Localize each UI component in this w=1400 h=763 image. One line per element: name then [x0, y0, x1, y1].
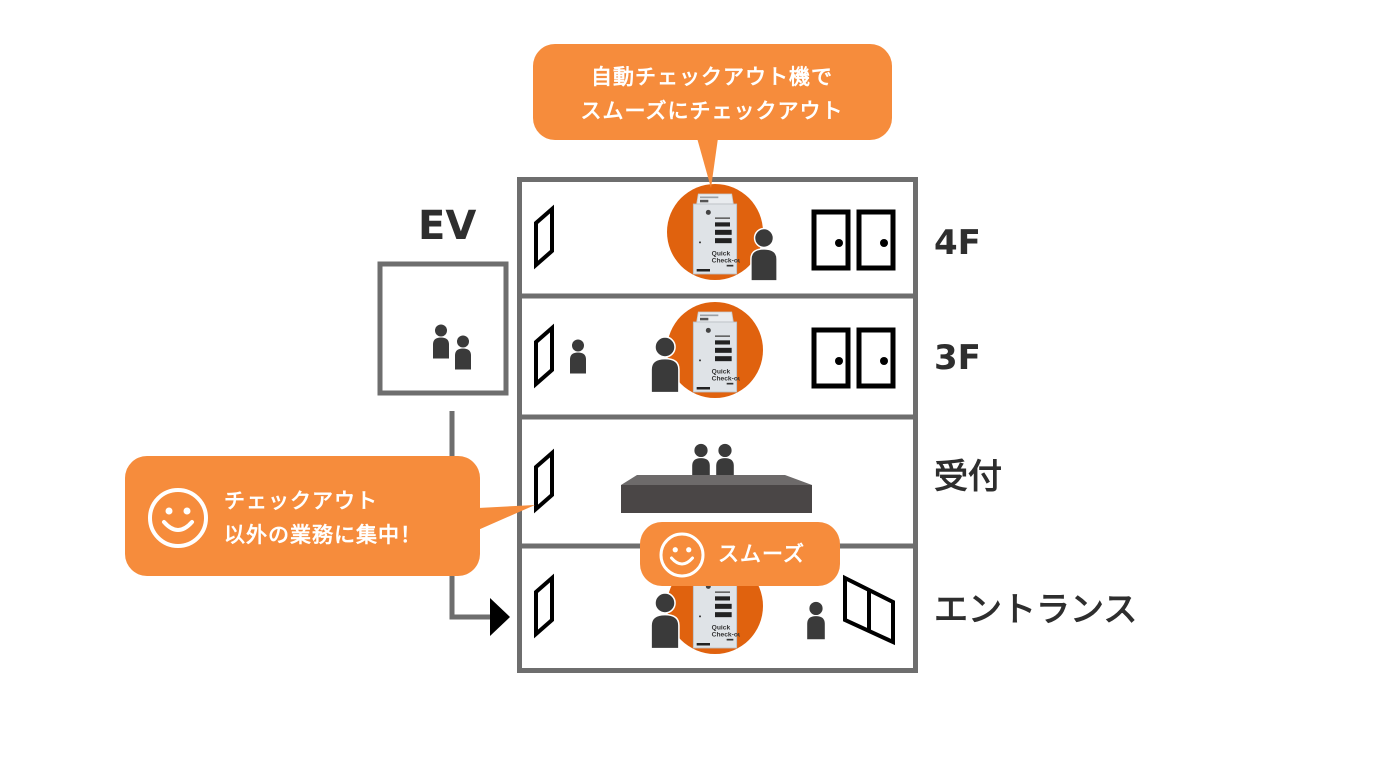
- floor-reception: [536, 443, 812, 513]
- arrow-head-icon: [490, 598, 510, 636]
- room-door-icon: [814, 212, 848, 268]
- person-icon: [650, 592, 680, 650]
- room-door-icon: [859, 212, 893, 268]
- floor-label-4f: 4F: [934, 223, 981, 263]
- person-icon: [570, 339, 586, 374]
- person-icon: [807, 601, 825, 640]
- floor-label-reception: 受付: [934, 457, 1002, 497]
- left-callout-line2: 以外の業務に集中！: [224, 523, 422, 547]
- room-door-icon: [814, 330, 848, 386]
- top-callout-line1: 自動チェックアウト機で: [591, 65, 833, 89]
- entrance-door-icon: [843, 574, 895, 646]
- person-icon: [750, 227, 778, 282]
- top-callout-bubble: [533, 44, 892, 188]
- left-callout-bubble: [125, 456, 535, 576]
- floor-label-entrance: エントランス: [934, 590, 1138, 630]
- person-icon: [433, 324, 449, 359]
- top-callout-text: 自動チェックアウト機で スムーズにチェックアウト: [534, 60, 890, 128]
- elevator: [377, 261, 509, 396]
- person-icon: [650, 336, 680, 394]
- floor-label-3f: 3F: [934, 338, 981, 378]
- floor-4f: [536, 184, 893, 282]
- left-callout-text: チェックアウト 以外の業務に集中！: [224, 484, 422, 552]
- smooth-callout-text: スムーズ: [718, 542, 805, 566]
- elevator-label: EV: [418, 203, 477, 249]
- floor-3f: [536, 302, 893, 398]
- reception-counter-icon: [621, 475, 812, 513]
- left-callout-line1: チェックアウト: [224, 489, 378, 513]
- smooth-callout-bubble: [640, 522, 840, 586]
- top-callout-line2: スムーズにチェックアウト: [580, 99, 844, 123]
- person-icon: [455, 335, 471, 370]
- room-door-icon: [859, 330, 893, 386]
